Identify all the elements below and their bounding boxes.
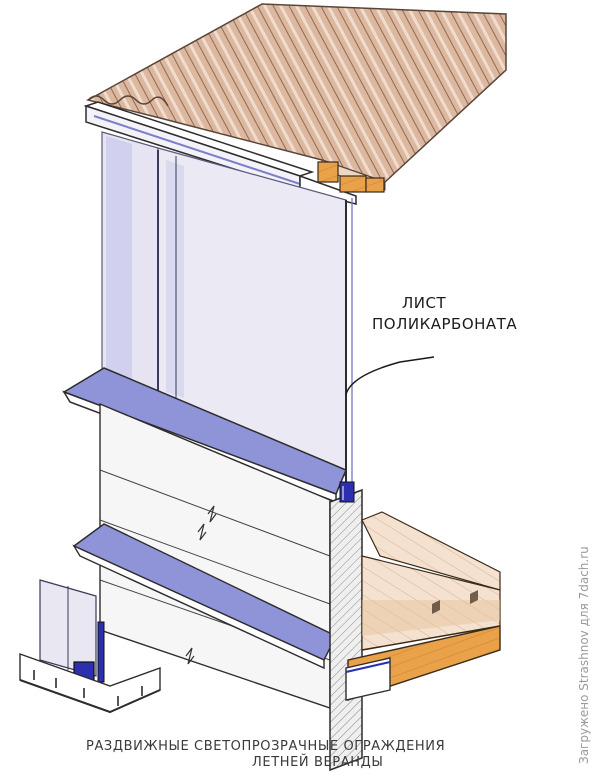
polycarbonate-sheet-label: ЛИСТ ПОЛИКАРБОНАТА [372, 293, 572, 335]
wall-section-hatch [329, 481, 363, 772]
floor-structure [345, 511, 501, 701]
roof-beam [83, 101, 357, 205]
callout-leader [345, 356, 435, 395]
track-profile-detail [19, 579, 161, 714]
caption-line-1: РАЗДВИЖНЫЕ СВЕТОПРОЗРАЧНЫЕ ОГРАЖДЕНИЯ [86, 739, 446, 754]
caption-line-2: ЛЕТНЕЙ ВЕРАНДЫ [252, 755, 384, 770]
polycarbonate-panels [101, 131, 353, 482]
watermark-text: Загружено Strashnov для 7dach.ru [577, 546, 591, 764]
callout-line-1: ЛИСТ [402, 294, 447, 312]
figure-caption: РАЗДВИЖНЫЕ СВЕТОПРОЗРАЧНЫЕ ОГРАЖДЕНИЯ ЛЕ… [86, 739, 586, 771]
callout-line-2: ПОЛИКАРБОНАТА [372, 315, 518, 333]
roof-wood-ends [317, 161, 385, 193]
